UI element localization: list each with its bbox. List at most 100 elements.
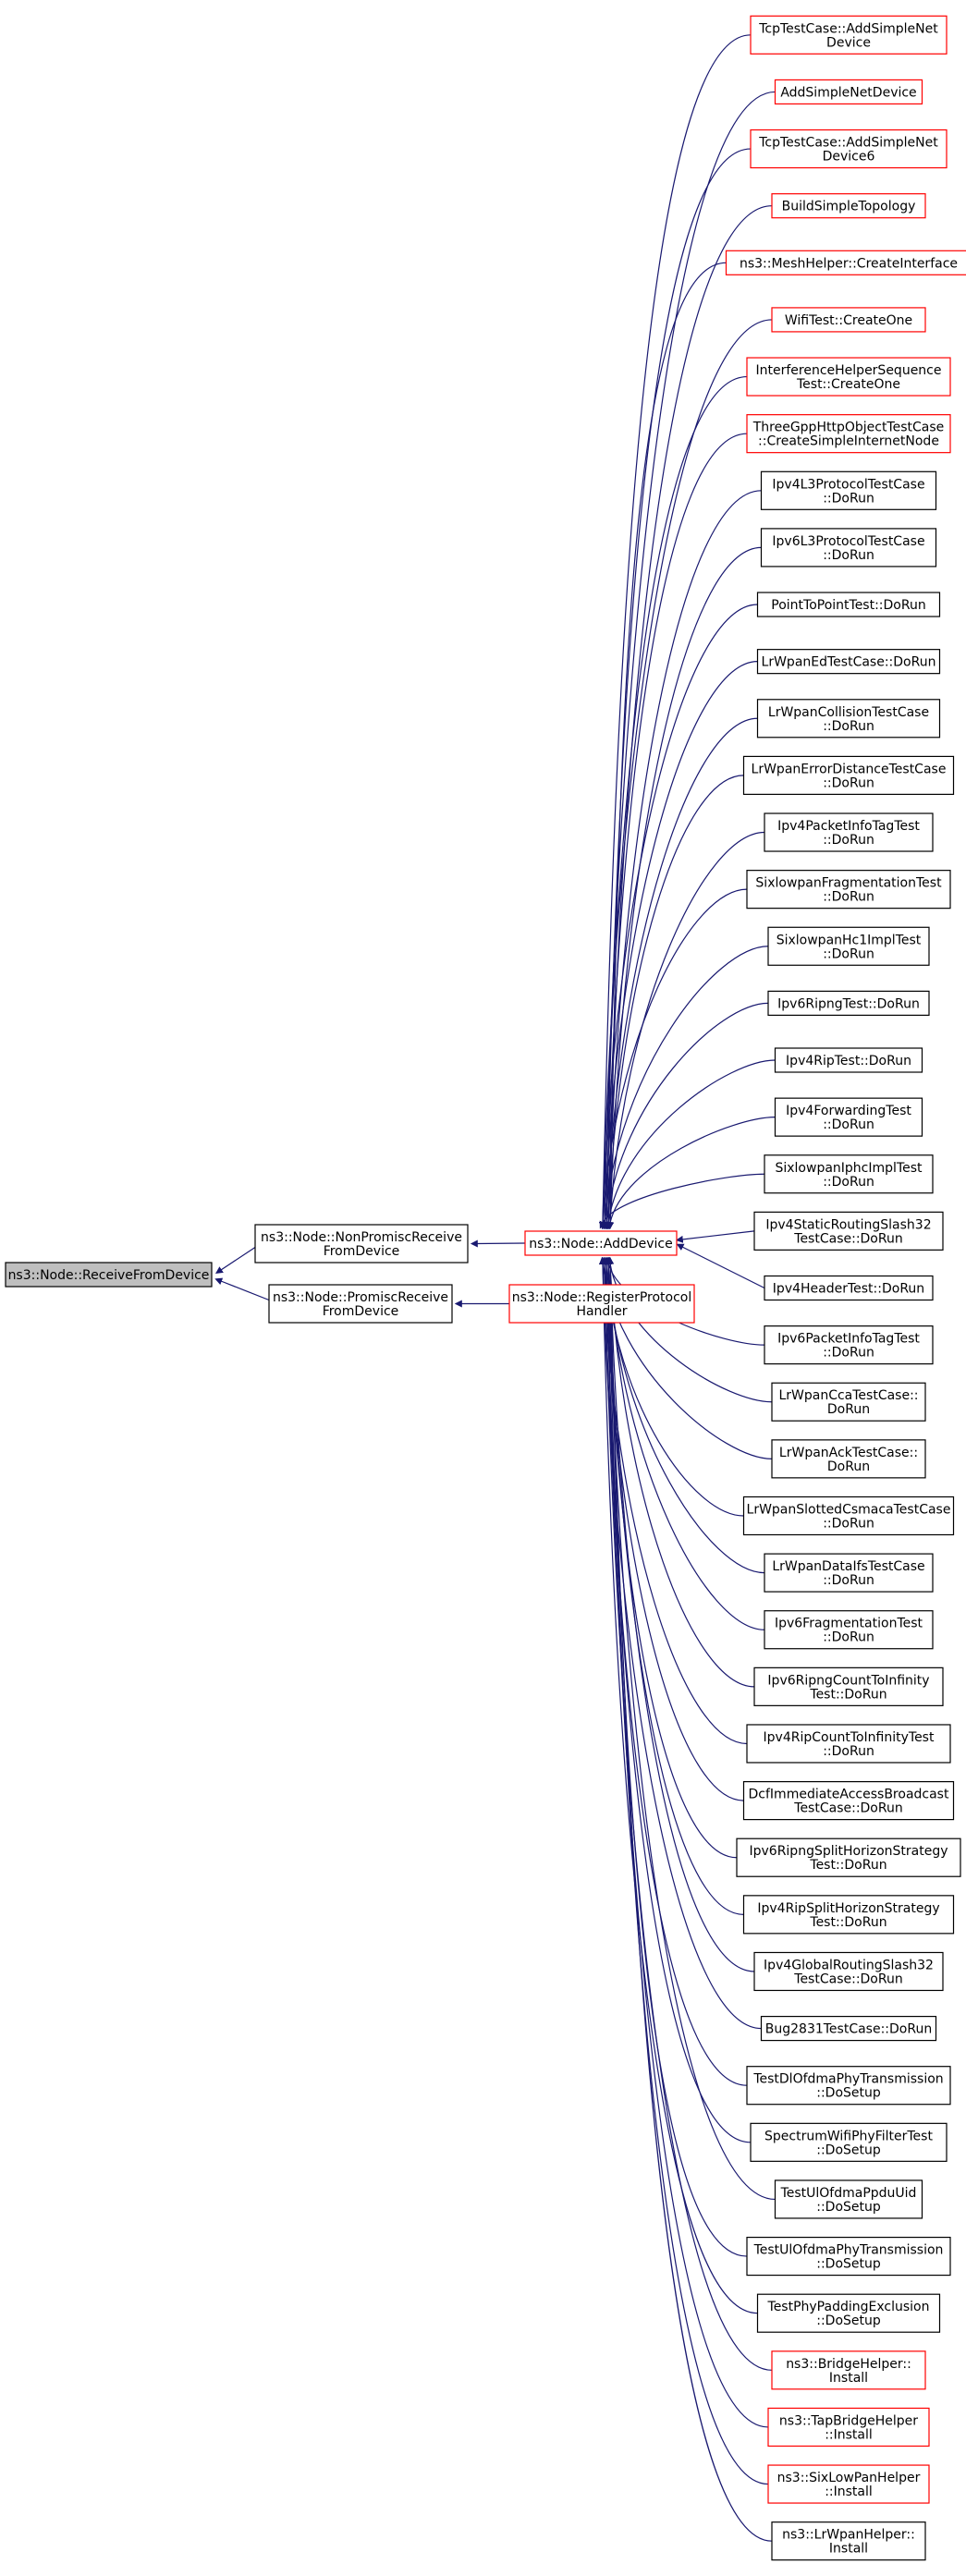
caller-lrwpanslottedcsmacatestcase-dorun-node[interactable]: LrWpanSlottedCsmacaTestCase::DoRun bbox=[742, 1496, 955, 1536]
caller-lrwpanerrordistancetestcase-dorun-node[interactable]: LrWpanErrorDistanceTestCase::DoRun bbox=[742, 755, 955, 796]
call-edge bbox=[605, 1256, 765, 1630]
node-box bbox=[750, 128, 948, 169]
caller-ipv6l3protocoltestcase-dorun-node[interactable]: Ipv6L3ProtocolTestCase::DoRun bbox=[760, 528, 937, 568]
caller-ns3-meshhelper-createinterface-node[interactable]: ns3::MeshHelper::CreateInterface bbox=[725, 250, 966, 275]
node-box bbox=[771, 193, 926, 219]
caller-ipv6ripngtest-dorun-node[interactable]: Ipv6RipngTest::DoRun bbox=[767, 990, 930, 1016]
caller-ipv4packetinfotagtest-dorun-node[interactable]: Ipv4PacketInfoTagTest::DoRun bbox=[764, 812, 934, 852]
node-label-line: ns3::SixLowPanHelper bbox=[777, 2471, 921, 2485]
caller-ns3-sixlowpanhelper-install-node[interactable]: ns3::SixLowPanHelper::Install bbox=[767, 2464, 930, 2504]
caller-ipv4riptest-dorun-node[interactable]: Ipv4RipTest::DoRun bbox=[774, 1047, 923, 1073]
call-edge bbox=[606, 831, 765, 1230]
node-label-line: BuildSimpleTopology bbox=[782, 200, 916, 214]
node-label-line: WifiTest::CreateOne bbox=[785, 313, 912, 328]
caller-buildsimpletopology-node[interactable]: BuildSimpleTopology bbox=[771, 193, 926, 219]
caller-ipv4forwardingtest-dorun-node[interactable]: Ipv4ForwardingTest::DoRun bbox=[774, 1097, 923, 1137]
node-label-line: Test::DoRun bbox=[809, 1687, 887, 1702]
node-label-line: Test::CreateOne bbox=[796, 377, 900, 392]
caller-lrwpanacktestcase-dorun-node[interactable]: LrWpanAckTestCase::DoRun bbox=[771, 1439, 926, 1479]
call-edge bbox=[603, 717, 758, 1230]
node-box bbox=[756, 699, 941, 739]
node-label-line: ::DoSetup bbox=[816, 2200, 881, 2215]
node-label-line: ::CreateSimpleInternetNode bbox=[758, 434, 939, 449]
call-edge bbox=[599, 604, 758, 1230]
node-box bbox=[760, 2015, 937, 2042]
caller-lrwpanccatestcase-dorun-node[interactable]: LrWpanCcaTestCase::DoRun bbox=[771, 1382, 926, 1422]
node-box bbox=[774, 79, 923, 105]
call-edge bbox=[599, 1256, 758, 2314]
node-box bbox=[760, 470, 937, 510]
caller-ns3-lrwpanhelper-install-node[interactable]: ns3::LrWpanHelper::Install bbox=[771, 2521, 926, 2561]
node-label-line: DoRun bbox=[827, 1459, 870, 1474]
caller-ipv4l3protocoltestcase-dorun-node[interactable]: Ipv4L3ProtocolTestCase::DoRun bbox=[760, 470, 937, 510]
caller-sixlowpanfragmentationtest-dorun-node[interactable]: SixlowpanFragmentationTest::DoRun bbox=[746, 870, 951, 910]
node-label-line: Ipv4RipTest::DoRun bbox=[786, 1054, 911, 1068]
caller-sixlowpanhc1impltest-dorun-node[interactable]: SixlowpanHc1ImplTest::DoRun bbox=[767, 926, 930, 966]
caller-lrwpanedtestcase-dorun-node[interactable]: LrWpanEdTestCase::DoRun bbox=[756, 649, 941, 675]
caller-testphypaddingexclusion-dosetup-node[interactable]: TestPhyPaddingExclusion::DoSetup bbox=[756, 2293, 941, 2333]
caller-bug2831testcase-dorun-node[interactable]: Bug2831TestCase::DoRun bbox=[760, 2015, 937, 2042]
caller-ns3-tapbridgehelper-install-node[interactable]: ns3::TapBridgeHelper::Install bbox=[767, 2407, 930, 2448]
caller-ipv6packetinfotagtest-dorun-node[interactable]: Ipv6PacketInfoTagTest::DoRun bbox=[764, 1325, 934, 1365]
call-edge bbox=[605, 1256, 744, 1915]
node-label-line: Ipv4PacketInfoTagTest bbox=[777, 819, 920, 834]
node-label-line: ::Install bbox=[825, 2427, 873, 2442]
caller-sixlowpaniphcimpltest-dorun-node[interactable]: SixlowpanIphcImplTest::DoRun bbox=[764, 1154, 934, 1194]
caller-pointtopointtest-dorun-node[interactable]: PointToPointTest::DoRun bbox=[756, 592, 941, 617]
caller-spectrumwifiphyfiltertest-dosetup-node[interactable]: SpectrumWifiPhyFilterTest::DoSetup bbox=[750, 2122, 948, 2162]
node-label-line: ::DoRun bbox=[823, 1117, 874, 1132]
node-label-line: Device6 bbox=[823, 150, 875, 165]
caller-ipv4headertest-dorun-node[interactable]: Ipv4HeaderTest::DoRun bbox=[764, 1275, 934, 1301]
node-label-line: SixlowpanIphcImplTest bbox=[775, 1161, 923, 1176]
caller-ipv4ripcounttoinfinitytest-dorun-node[interactable]: Ipv4RipCountToInfinityTest::DoRun bbox=[746, 1724, 951, 1764]
caller-testulofdmappduuid-dosetup-node[interactable]: TestUlOfdmaPpduUid::DoSetup bbox=[774, 2179, 923, 2219]
node-label-line: TestDlOfdmaPhyTransmission bbox=[752, 2072, 943, 2087]
node-label-line: ns3::Node::RegisterProtocol bbox=[512, 1290, 692, 1305]
caller-wifitest-createone-node[interactable]: WifiTest::CreateOne bbox=[771, 307, 926, 333]
node-label-line: TestPhyPaddingExclusion bbox=[767, 2300, 930, 2314]
caller-tcptestcase-addsimplenet-device-node[interactable]: TcpTestCase::AddSimpleNetDevice bbox=[750, 15, 948, 55]
node-label-line: FromDevice bbox=[324, 1244, 400, 1259]
caller-lrwpancollisiontestcase-dorun-node[interactable]: LrWpanCollisionTestCase::DoRun bbox=[756, 699, 941, 739]
add-device-node[interactable]: ns3::Node::AddDevice bbox=[524, 1230, 678, 1256]
node-label-line: ns3::Node::AddDevice bbox=[529, 1237, 672, 1251]
node-box bbox=[746, 2066, 951, 2106]
caller-ipv6fragmentationtest-dorun-node[interactable]: Ipv6FragmentationTest::DoRun bbox=[764, 1610, 934, 1650]
caller-ns3-bridgehelper-install-node[interactable]: ns3::BridgeHelper::Install bbox=[771, 2350, 926, 2390]
caller-interferencehelpersequence-test-createone-node[interactable]: InterferenceHelperSequenceTest::CreateOn… bbox=[746, 357, 951, 397]
caller-testulofdmaphytransmission-dosetup-node[interactable]: TestUlOfdmaPhyTransmission::DoSetup bbox=[746, 2236, 951, 2277]
call-edge bbox=[603, 1002, 769, 1230]
node-label-line: Ipv6FragmentationTest bbox=[775, 1617, 923, 1631]
caller-dcfimmediateaccessbroadcast-testcase-dorun-node[interactable]: DcfImmediateAccessBroadcastTestCase::DoR… bbox=[742, 1780, 955, 1821]
caller-threegpphttpobjecttestcase-createsimpleinternetnode-node[interactable]: ThreeGppHttpObjectTestCase::CreateSimple… bbox=[746, 414, 951, 454]
node-box bbox=[5, 1262, 213, 1288]
node-label-line: TcpTestCase::AddSimpleNet bbox=[758, 136, 938, 151]
node-box bbox=[771, 307, 926, 333]
node-label-line: ns3::MeshHelper::CreateInterface bbox=[740, 256, 958, 271]
node-label-line: ::DoRun bbox=[823, 890, 874, 905]
node-box bbox=[742, 1780, 955, 1821]
caller-addsimplenetdevice-node[interactable]: AddSimpleNetDevice bbox=[774, 79, 923, 105]
node-label-line: FromDevice bbox=[323, 1304, 399, 1319]
call-edge bbox=[605, 775, 744, 1230]
caller-testdlofdmaphytransmission-dosetup-node[interactable]: TestDlOfdmaPhyTransmission::DoSetup bbox=[746, 2066, 951, 2106]
call-edge bbox=[605, 490, 762, 1230]
node-box bbox=[736, 1837, 961, 1877]
node-box bbox=[767, 990, 930, 1016]
receive-from-device-node[interactable]: ns3::Node::ReceiveFromDevice bbox=[5, 1262, 213, 1288]
node-box bbox=[524, 1230, 678, 1256]
call-edge bbox=[606, 546, 762, 1230]
call-edge bbox=[601, 946, 769, 1230]
node-label-line: ::DoRun bbox=[823, 1516, 874, 1531]
node-box bbox=[746, 870, 951, 910]
caller-lrwpandataifstestcase-dorun-node[interactable]: LrWpanDataIfsTestCase::DoRun bbox=[764, 1553, 934, 1593]
